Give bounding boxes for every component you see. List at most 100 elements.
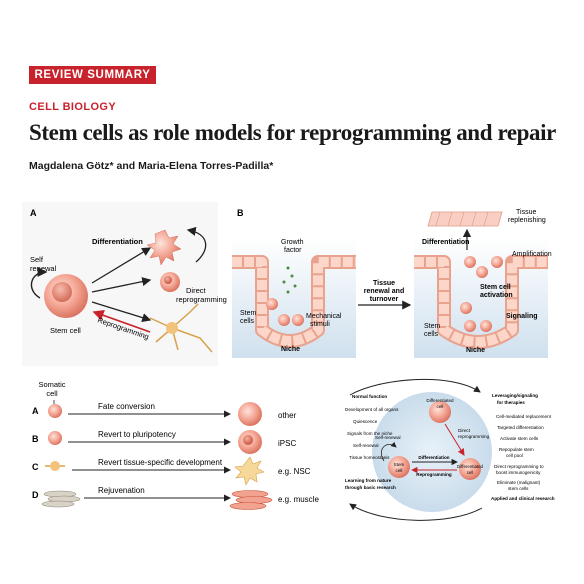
differentiated-star-cell: [146, 229, 182, 266]
stem-cells2-label-1: Stem: [424, 323, 441, 330]
diff-cell-bottom-label-2: cell: [467, 470, 474, 475]
row-d-text: Rejuvenation: [98, 486, 145, 495]
row-d-result: e.g. muscle: [278, 495, 319, 504]
round-cell-nucleus: [164, 276, 172, 284]
article-title: Stem cells as role models for reprogramm…: [29, 120, 556, 145]
differentiation-label-d: Differentiation: [418, 455, 449, 460]
niche-stem-cell-1: [464, 320, 476, 332]
niche-stem-cell-2: [480, 320, 492, 332]
self-renewal-label-d: Self-renewal: [375, 435, 401, 440]
somatic-cell-label-1: Somatic: [38, 380, 65, 389]
mechanical-stimuli-label-2: stimuli: [310, 321, 330, 328]
cycle-top-arrow: [349, 378, 481, 396]
tissue-renewal-label-1: Tissue: [373, 280, 395, 287]
right-item-3: Activate stem cells: [500, 436, 539, 441]
panel-b: B Growth factor Stem cells Mechanical st…: [232, 208, 552, 358]
amplified-cell-1: [464, 256, 476, 268]
arrow-to-neuron: [91, 301, 152, 323]
tissue-replenishing-cells: [427, 211, 503, 227]
reprogramming-label-d: Reprogramming: [416, 472, 452, 477]
niche-crypt-left: [232, 255, 356, 348]
row-b-result-nucleus: [243, 435, 253, 445]
row-a-result: other: [278, 411, 297, 420]
arrow-to-star-cell: [91, 247, 152, 284]
stem-cells-label-2: cells: [240, 318, 255, 325]
cycle-bottom-arrow: [349, 503, 483, 521]
row-d-cells: [41, 490, 81, 508]
direct-reprogramming-arrow-d: [444, 423, 465, 456]
growth-factor-dots: [282, 266, 297, 294]
right-item-6: Direct reprogramming to: [494, 464, 544, 469]
row-b-cell: [48, 431, 62, 445]
article-authors: Magdalena Götz* and Maria-Elena Torres-P…: [29, 160, 274, 172]
right-item-8: Eliminate (malignant): [497, 480, 541, 485]
row-c-cell: [45, 461, 65, 471]
niche-cell-2: [278, 314, 290, 326]
stem-cell-d: [388, 456, 410, 478]
right-item-9: stem cells: [508, 486, 529, 491]
left-item-2: Development of all organs: [345, 407, 399, 412]
row-b-text: Revert to pluripotency: [98, 430, 176, 439]
panel-a-label: A: [30, 208, 37, 218]
diff-cell-top-label-2: cell: [437, 404, 444, 409]
tissue-renewal-label-2: renewal and: [364, 288, 404, 295]
cycle-circle: [372, 392, 492, 512]
reprogramming-arrow: [92, 309, 151, 333]
mechanical-stimuli-label-1: Mechanical: [306, 313, 342, 320]
left-item-list: Normal function Development of all organ…: [345, 394, 399, 490]
left-footer-1: Learning from nature: [345, 478, 392, 483]
arrow-to-round-cell: [91, 277, 152, 293]
left-footer-2: through basic research: [345, 485, 396, 490]
row-a-text: Fate conversion: [98, 402, 155, 411]
row-c-letter: C: [32, 462, 39, 472]
stem-cell-nucleus: [52, 282, 72, 302]
niche-label-2: Niche: [466, 347, 485, 354]
right-header-1: Leveraging/signaling: [492, 393, 538, 398]
tissue-replenishing-label-1: Tissue: [516, 209, 536, 216]
right-item-7: boost immunogenicity: [496, 470, 541, 475]
right-item-1: Cell-mediated replacement: [496, 414, 552, 419]
top-differentiated-cell: [429, 401, 451, 423]
bottom-differentiated-cell: [459, 458, 481, 480]
right-item-5: cell pool: [506, 453, 523, 458]
stem-cells-label-1: Stem: [240, 310, 257, 317]
direct-reprogramming-label-2: reprogramming: [176, 295, 227, 304]
right-item-4: Repopulate stem: [499, 447, 534, 452]
row-b-letter: B: [32, 434, 39, 444]
row-c-result: e.g. NSC: [278, 467, 311, 476]
panel-a: A Self renewal Stem cell Differentiation…: [22, 202, 227, 366]
tissue-replenishing-label-2: replenishing: [508, 217, 546, 224]
right-item-2: Targeted differentiation: [497, 425, 544, 430]
row-c-text: Revert tissue-specific development: [98, 458, 223, 467]
right-item-list: Leveraging/signaling for therapies Cell-…: [491, 393, 555, 501]
stem-cell-activation-label-2: activation: [480, 292, 513, 299]
row-b-result: iPSC: [278, 439, 296, 448]
row-a-cell: [48, 404, 62, 418]
amplified-cell-2: [476, 266, 488, 278]
niche-label-1: Niche: [281, 346, 300, 353]
niche-cell-1: [266, 298, 278, 310]
right-header-2: for therapies: [497, 400, 525, 405]
amplified-cell-3: [491, 256, 503, 268]
differentiation-label-a: Differentiation: [92, 237, 143, 246]
direct-reprogramming-d-label-1: Direct: [458, 428, 471, 433]
niche-crypt-right: [414, 255, 548, 349]
growth-factor-label-2: factor: [284, 247, 302, 254]
left-item-5: Self-renewal: [353, 443, 379, 448]
growth-factor-label-1: Growth: [281, 239, 304, 246]
differentiation-label-b: Differentiation: [422, 239, 469, 246]
self-renewal-loop: [380, 441, 397, 462]
somatic-cell-label-2: cell: [46, 389, 58, 398]
section-label: CELL BIOLOGY: [29, 101, 117, 113]
stem-cell-activation-label-1: Stem cell: [480, 284, 511, 291]
self-renewal-arrow: [30, 267, 48, 299]
amplification-label: Amplification: [512, 251, 552, 258]
row-a-result-cell: [238, 402, 262, 426]
diff-cell-top-label-1: Differentiated: [426, 398, 454, 403]
row-d-result-cells: [229, 490, 273, 510]
panel-reprogramming-types: Somatic cell A Fate conversion other B R…: [32, 380, 319, 510]
row-d-letter: D: [32, 490, 39, 500]
signaling-label: Signaling: [506, 313, 538, 320]
stem-cell-label: Stem cell: [50, 326, 81, 335]
